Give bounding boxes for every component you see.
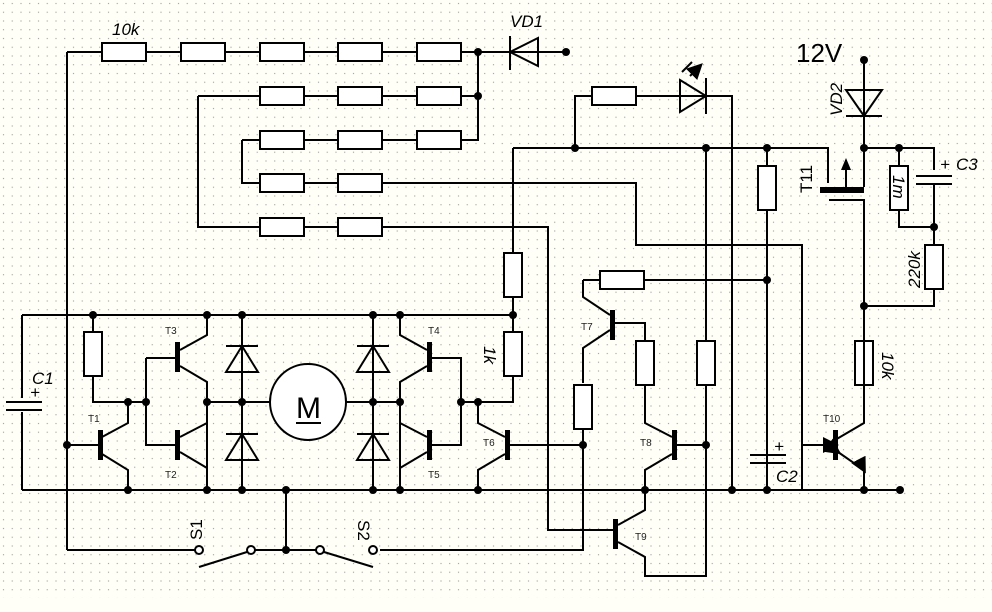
label-t7: T7 (581, 322, 593, 333)
top-resistor-chain (66, 42, 565, 550)
label-c2: C2 (776, 467, 798, 486)
transistor-t9 (613, 490, 707, 577)
label-t3: T3 (165, 326, 177, 337)
transistor-t6 (477, 402, 583, 490)
label-t2: T2 (165, 470, 177, 481)
transistor-t1 (63, 430, 129, 490)
switch-s1[interactable] (67, 545, 286, 568)
diode-vd2 (844, 89, 884, 118)
resistor-767 (757, 165, 777, 211)
resistor-706 (696, 340, 716, 386)
label-c3: C3 (956, 155, 978, 174)
resistor-t1-collector (83, 331, 103, 377)
diode-right (355, 311, 391, 494)
resistor-t7-emitter (599, 270, 645, 290)
resistor-1k (503, 331, 523, 377)
label-s1: S1 (187, 519, 206, 540)
resistor-row-3 (241, 130, 462, 184)
label-c1: C1 (32, 369, 54, 388)
label-t4: T4 (428, 326, 440, 337)
motor (269, 363, 347, 441)
transistor-t10 (802, 430, 864, 490)
label-s2: S2 (354, 520, 373, 541)
transistor-t8 (644, 385, 710, 490)
c3-plus: + (940, 155, 950, 174)
label-vd1: VD1 (510, 12, 543, 31)
resistor-row-2 (197, 86, 478, 228)
resistor-t8-collector (635, 340, 655, 386)
label-t11: T11 (797, 165, 816, 193)
label-t10: T10 (823, 414, 841, 425)
capacitor-c1 (6, 401, 42, 411)
label-1k: 1k (480, 346, 499, 365)
label-220k: 220k (905, 250, 924, 289)
resistor-1m (889, 165, 909, 211)
label-t5: T5 (428, 470, 440, 481)
diode-vd1 (507, 36, 570, 70)
supply-label: 12V (796, 38, 843, 68)
label-r-top: 10k (112, 20, 141, 39)
capacitor-c3 (916, 175, 952, 185)
label-t8: T8 (640, 438, 652, 449)
resistor-t7-collector (573, 384, 593, 430)
label-vd2: VD2 (827, 82, 846, 116)
grid-background (0, 0, 992, 598)
label-1m: 1m (889, 175, 908, 199)
motor-label: M (296, 392, 321, 425)
resistor-220k (924, 244, 944, 290)
rail-upper (512, 147, 829, 255)
mosfet-t11 (820, 148, 865, 306)
transistor-t3 (175, 315, 208, 490)
label-t6: T6 (483, 438, 495, 449)
resistor-row-4 (259, 173, 803, 490)
resistor-mid (503, 252, 523, 298)
capacitor-c2 (750, 454, 786, 464)
led-branch (574, 62, 733, 490)
label-t1: T1 (88, 414, 100, 425)
transistor-t2 (175, 422, 208, 469)
transistor-t5 (399, 422, 432, 469)
switch-s2[interactable] (286, 545, 378, 568)
label-10k-t10: 10k (878, 352, 897, 381)
transistor-t7 (582, 280, 646, 383)
c2-plus: + (774, 437, 784, 456)
label-t9: T9 (635, 532, 647, 543)
c1-plus: + (30, 383, 40, 402)
